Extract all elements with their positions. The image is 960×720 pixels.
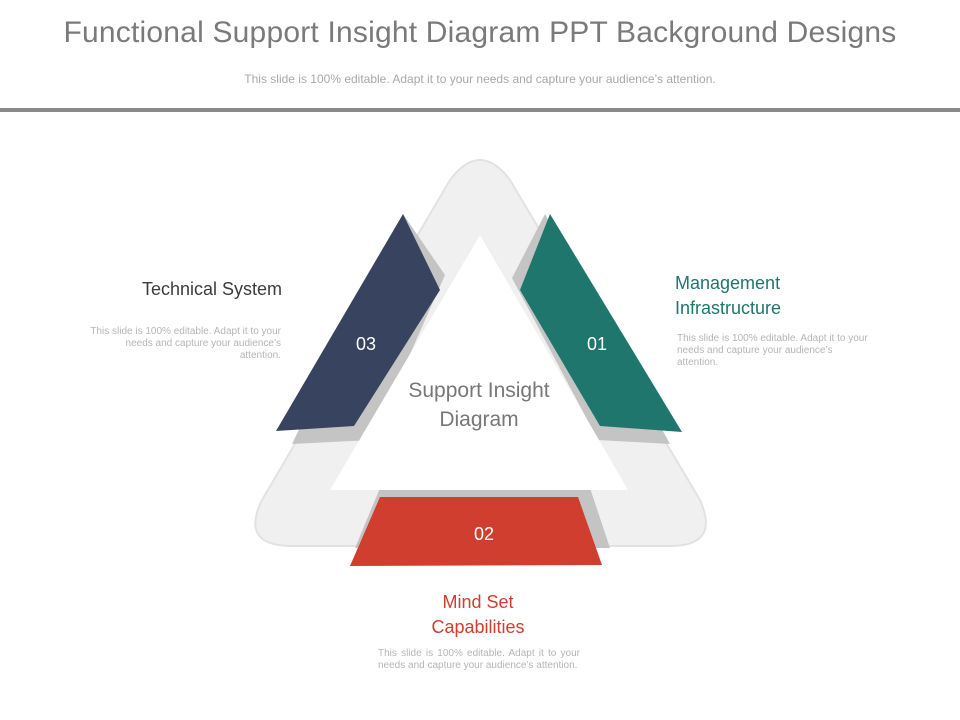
management-infrastructure-title-line2: Infrastructure — [675, 298, 782, 318]
panel-01-number: 01 — [587, 334, 607, 354]
slide-title: Functional Support Insight Diagram PPT B… — [63, 16, 897, 49]
inner-triangle — [330, 235, 628, 490]
panel-02-number: 02 — [474, 524, 494, 544]
header-divider — [0, 108, 960, 112]
management-infrastructure-description: This slide is 100% editable. Adapt it to… — [677, 333, 868, 368]
panel-03 — [276, 214, 440, 431]
technical-system-title: Technical System — [141, 279, 282, 299]
mind-set-title-line1: Mind Set — [442, 592, 514, 612]
technical-system-description: This slide is 100% editable. Adapt it to… — [90, 326, 281, 361]
center-label-line1: Support Insight — [408, 379, 549, 402]
mind-set-description: This slide is 100% editable. Adapt it to… — [378, 648, 580, 671]
slide-subtitle: This slide is 100% editable. Adapt it to… — [244, 72, 716, 86]
center-label-line2: Diagram — [439, 408, 518, 431]
mind-set-title-line2: Capabilities — [431, 617, 525, 637]
panel-02 — [350, 497, 602, 566]
panel-03-number: 03 — [356, 334, 376, 354]
management-infrastructure-title-line1: Management — [675, 273, 781, 293]
panel-01 — [520, 214, 682, 432]
